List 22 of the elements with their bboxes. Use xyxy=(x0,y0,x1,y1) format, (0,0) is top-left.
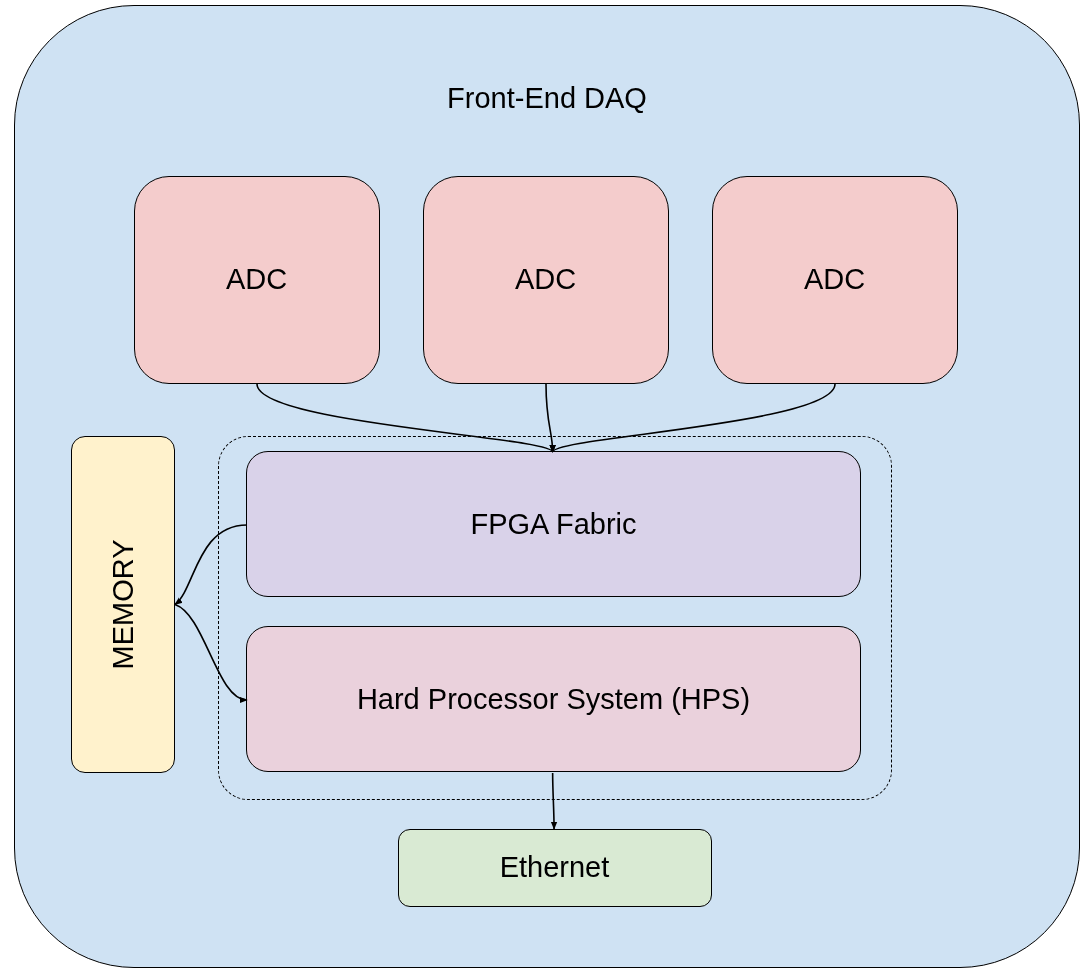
arrow xyxy=(174,603,248,702)
box-label: MEMORY xyxy=(105,539,140,669)
arrow xyxy=(550,772,558,830)
box-label: Ethernet xyxy=(499,850,610,885)
box-label: ADC xyxy=(514,262,577,297)
box-label: FPGA Fabric xyxy=(470,506,637,542)
arrow xyxy=(256,383,554,453)
adc-box xyxy=(133,175,380,384)
processor-box xyxy=(246,626,861,772)
box-label: Hard Processor System (HPS) xyxy=(356,681,751,717)
box-label: ADC xyxy=(803,262,866,297)
fpga-box xyxy=(246,451,861,597)
box-label: ADC xyxy=(225,262,288,297)
arrow xyxy=(174,524,248,606)
adc-box xyxy=(711,175,958,384)
group-outline xyxy=(217,435,892,800)
memory-box xyxy=(70,435,175,773)
adc-box xyxy=(422,175,669,384)
system-container xyxy=(14,5,1080,968)
arrow xyxy=(551,383,836,453)
ethernet-box xyxy=(397,828,712,907)
container-title: Front-End DAQ xyxy=(447,81,647,116)
